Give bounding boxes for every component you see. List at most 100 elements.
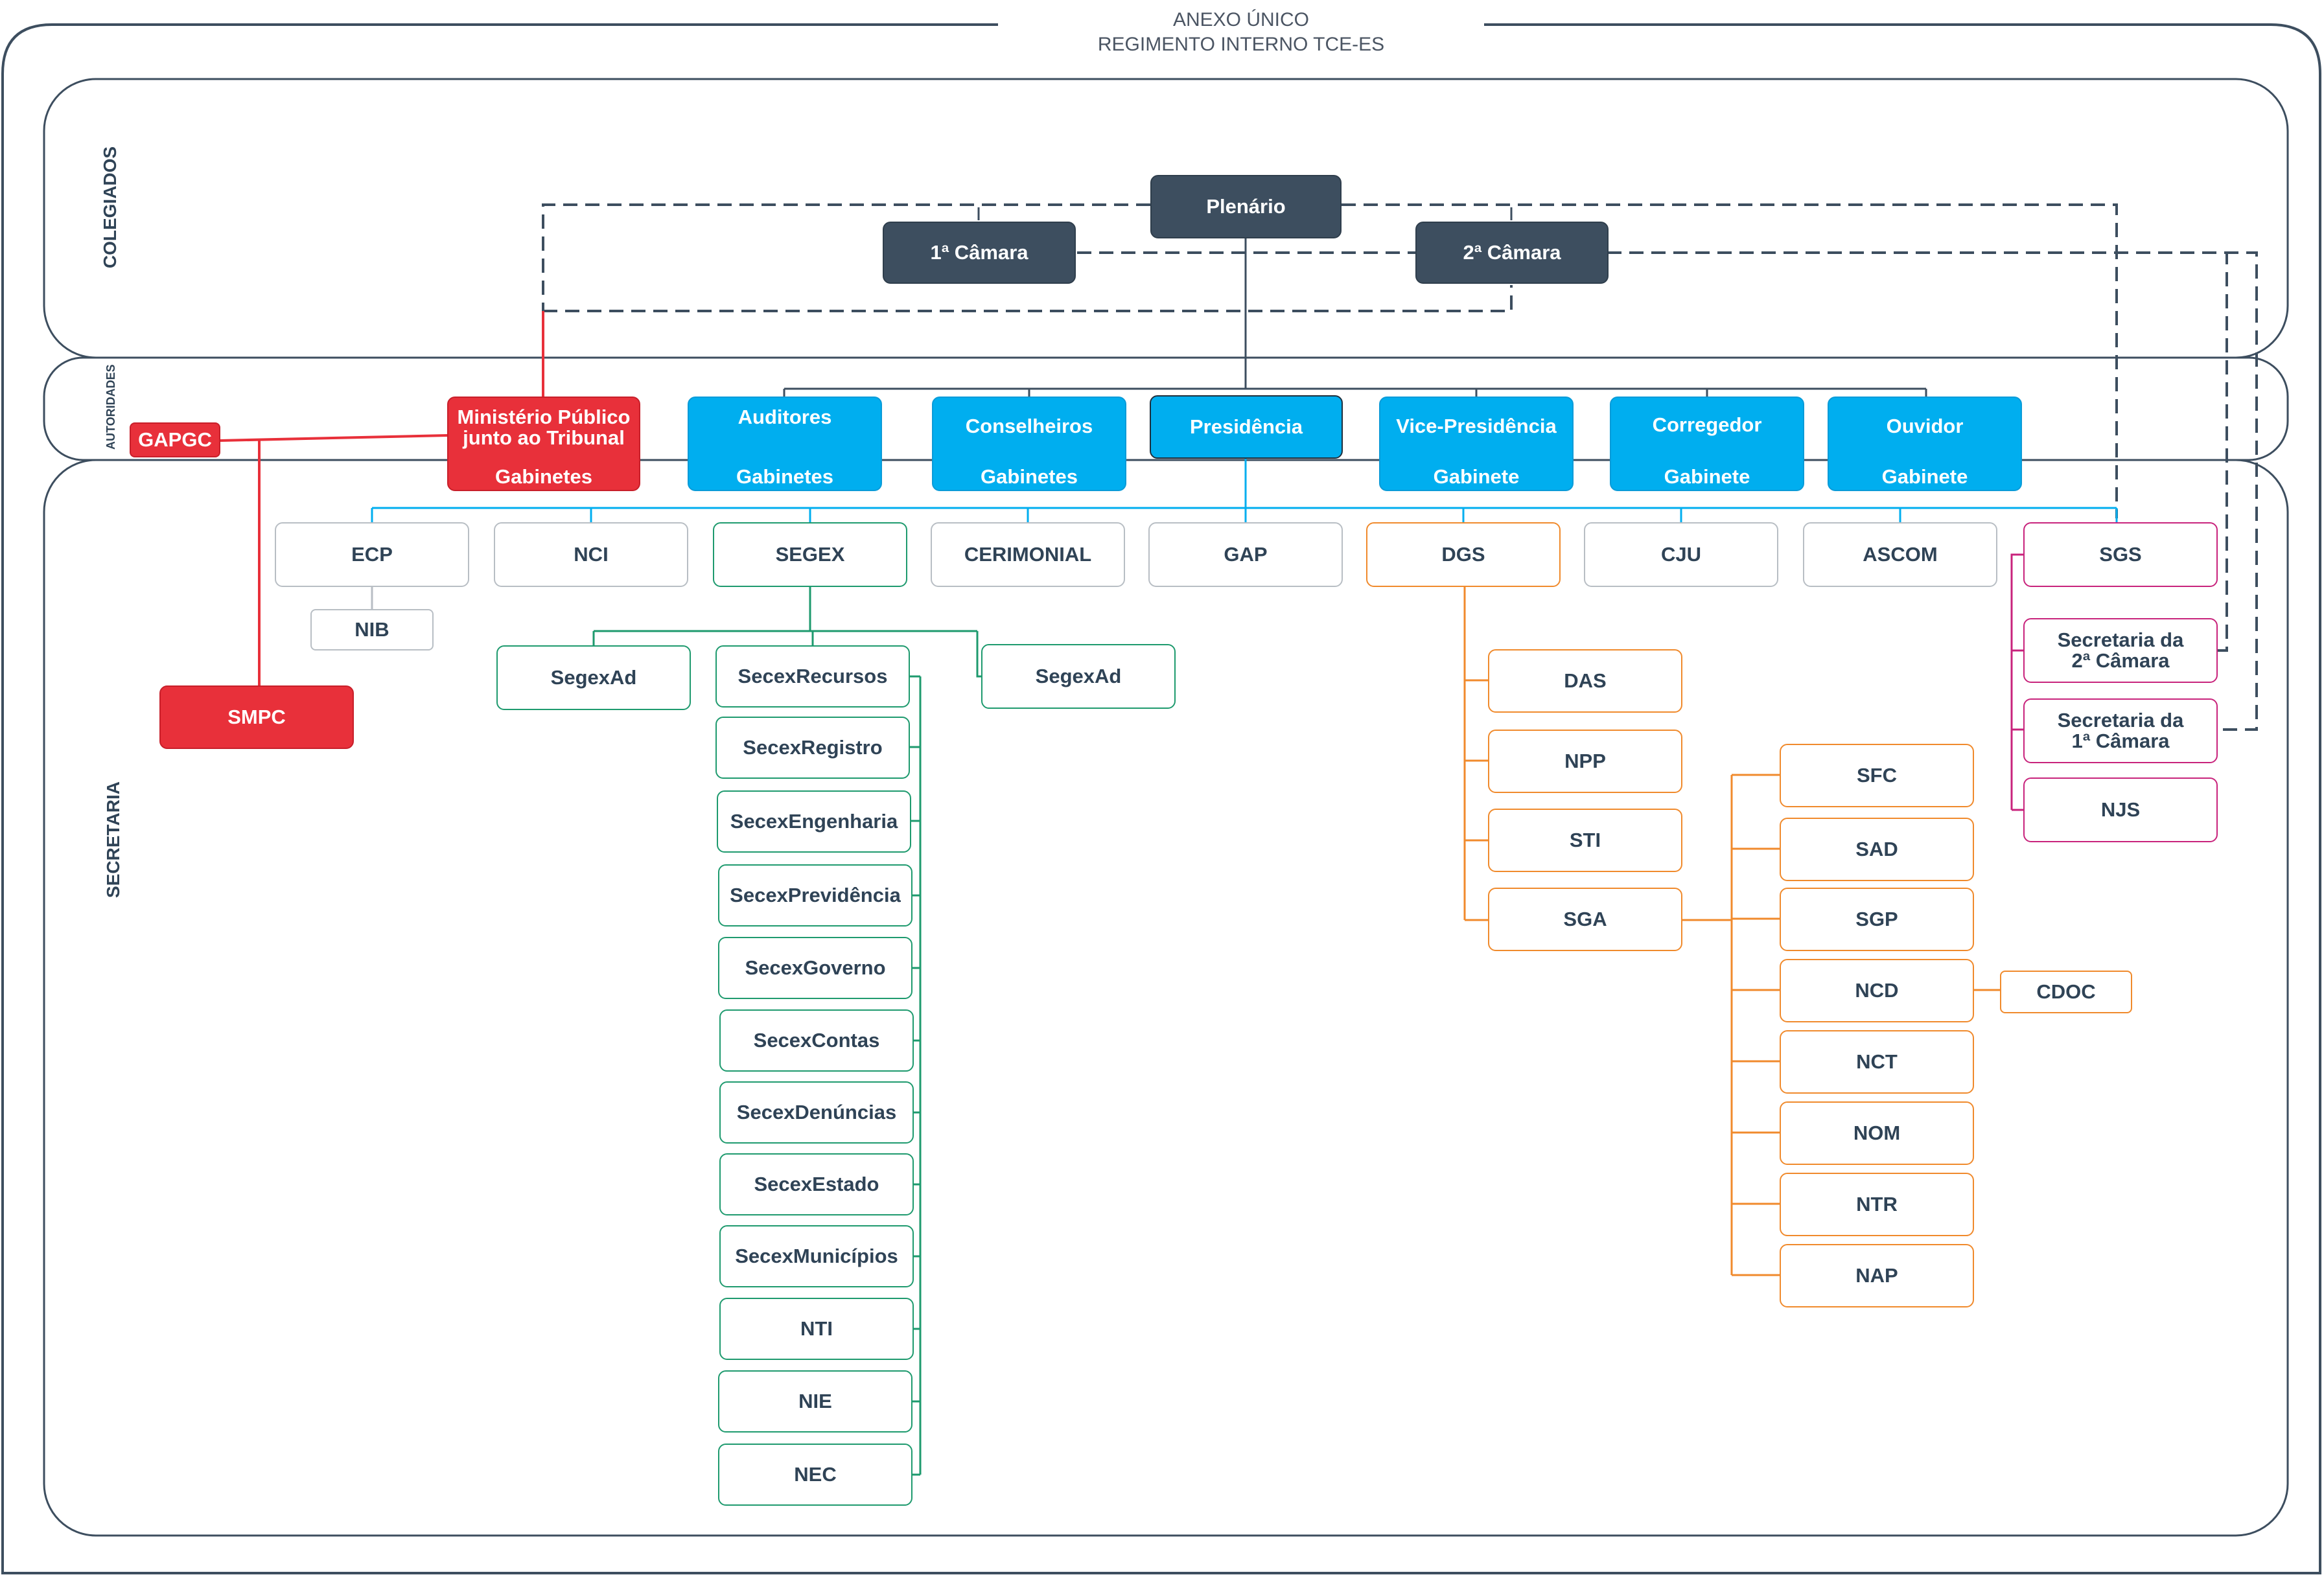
vice-presidencia-label: Vice-Presidência xyxy=(1396,415,1557,437)
nti-label: NTI xyxy=(800,1317,833,1340)
secex-estado-label: SecexEstado xyxy=(754,1173,879,1195)
dgs-box[interactable]: DGS xyxy=(1366,522,1561,587)
cerimonial-box[interactable]: CERIMONIAL xyxy=(931,522,1125,587)
camara-1-box[interactable]: 1ª Câmara xyxy=(883,222,1076,284)
cju-label: CJU xyxy=(1660,543,1701,566)
presidencia-box[interactable]: Presidência xyxy=(1150,395,1343,459)
corregedor-label: Corregedor xyxy=(1652,413,1762,436)
secretaria-2-camara-line-1: Secretaria da xyxy=(2057,628,2184,651)
auditores-box[interactable]: Auditores Gabinetes xyxy=(688,397,882,491)
mp-title-line-1: Ministério Público xyxy=(457,406,631,428)
ntr-box[interactable]: NTR xyxy=(1780,1173,1974,1236)
cdoc-box[interactable]: CDOC xyxy=(2000,971,2132,1013)
nom-label: NOM xyxy=(1853,1122,1901,1144)
nib-box[interactable]: NIB xyxy=(310,609,434,650)
das-label: DAS xyxy=(1564,669,1607,692)
camara-2-label: 2ª Câmara xyxy=(1463,241,1561,264)
auditores-label: Auditores xyxy=(738,406,832,428)
vice-presidencia-box[interactable]: Vice-Presidência Gabinete xyxy=(1379,397,1574,491)
section-label-autoridades: AUTORIDADES xyxy=(104,364,117,450)
outer-frame xyxy=(1,23,2321,1574)
auditores-gabinetes-label: Gabinetes xyxy=(736,465,833,488)
document-title: ANEXO ÚNICO REGIMENTO INTERNO TCE-ES xyxy=(998,8,1484,57)
ouvidor-label: Ouvidor xyxy=(1886,415,1964,437)
gapgc-label: GAPGC xyxy=(138,428,212,451)
secex-previdencia-label: SecexPrevidência xyxy=(730,884,901,906)
secex-denuncias-box[interactable]: SecexDenúncias xyxy=(719,1081,914,1144)
plenario-label: Plenário xyxy=(1206,195,1286,218)
njs-box[interactable]: NJS xyxy=(2023,777,2218,842)
sfc-box[interactable]: SFC xyxy=(1780,744,1974,807)
segexad-left-label: SegexAd xyxy=(550,666,637,689)
secex-denuncias-label: SecexDenúncias xyxy=(736,1101,897,1123)
secex-contas-box[interactable]: SecexContas xyxy=(719,1009,914,1072)
secex-recursos-box[interactable]: SecexRecursos xyxy=(715,645,910,708)
gapgc-box[interactable]: GAPGC xyxy=(130,422,220,457)
plenario-box[interactable]: Plenário xyxy=(1150,175,1342,238)
secex-contas-label: SecexContas xyxy=(753,1029,880,1052)
npp-label: NPP xyxy=(1564,750,1606,772)
camara-2-box[interactable]: 2ª Câmara xyxy=(1415,222,1609,284)
smpc-box[interactable]: SMPC xyxy=(159,685,354,749)
ascom-label: ASCOM xyxy=(1863,543,1938,566)
cju-box[interactable]: CJU xyxy=(1584,522,1778,587)
ministerio-publico-box[interactable]: Ministério Público junto ao Tribunal Gab… xyxy=(447,397,640,491)
secex-engenharia-box[interactable]: SecexEngenharia xyxy=(717,790,911,853)
smpc-label: SMPC xyxy=(227,706,286,728)
ouvidor-gabinete-label: Gabinete xyxy=(1881,465,1968,488)
camara-1-label: 1ª Câmara xyxy=(930,241,1028,264)
nap-box[interactable]: NAP xyxy=(1780,1244,1974,1307)
nti-box[interactable]: NTI xyxy=(719,1298,914,1360)
secex-governo-box[interactable]: SecexGoverno xyxy=(718,937,912,999)
nib-label: NIB xyxy=(354,618,389,641)
sti-box[interactable]: STI xyxy=(1488,809,1682,872)
nie-box[interactable]: NIE xyxy=(718,1370,912,1433)
nom-box[interactable]: NOM xyxy=(1780,1101,1974,1165)
ncd-label: NCD xyxy=(1855,979,1899,1002)
secex-engenharia-label: SecexEngenharia xyxy=(730,810,898,833)
nci-box[interactable]: NCI xyxy=(494,522,688,587)
sad-label: SAD xyxy=(1855,838,1898,860)
nci-label: NCI xyxy=(574,543,609,566)
secex-previdencia-box[interactable]: SecexPrevidência xyxy=(718,864,912,927)
title-line-1: ANEXO ÚNICO xyxy=(1172,9,1310,30)
secex-registro-box[interactable]: SecexRegistro xyxy=(715,717,910,779)
sgs-box[interactable]: SGS xyxy=(2023,522,2218,587)
mp-title: Ministério Público junto ao Tribunal xyxy=(458,407,631,448)
ascom-box[interactable]: ASCOM xyxy=(1803,522,1997,587)
secretaria-2-camara-box[interactable]: Secretaria da 2ª Câmara xyxy=(2023,618,2218,683)
dgs-label: DGS xyxy=(1441,543,1485,566)
corregedor-box[interactable]: Corregedor Gabinete xyxy=(1610,397,1804,491)
sga-box[interactable]: SGA xyxy=(1488,888,1682,951)
conselheiros-gabinetes-label: Gabinetes xyxy=(981,465,1078,488)
nct-label: NCT xyxy=(1856,1050,1898,1073)
segexad-right-label: SegexAd xyxy=(1035,665,1122,687)
sti-label: STI xyxy=(1569,829,1601,851)
segex-box[interactable]: SEGEX xyxy=(713,522,907,587)
sgp-box[interactable]: SGP xyxy=(1780,888,1974,951)
ecp-box[interactable]: ECP xyxy=(275,522,469,587)
nec-box[interactable]: NEC xyxy=(718,1444,912,1506)
nap-label: NAP xyxy=(1855,1264,1898,1287)
segexad-left-box[interactable]: SegexAd xyxy=(496,645,691,710)
secex-municipios-box[interactable]: SecexMunicípios xyxy=(719,1225,914,1287)
nct-box[interactable]: NCT xyxy=(1780,1030,1974,1094)
secretaria-frame xyxy=(43,459,2289,1537)
secex-governo-label: SecexGoverno xyxy=(745,956,886,979)
ncd-box[interactable]: NCD xyxy=(1780,959,1974,1022)
njs-label: NJS xyxy=(2100,798,2141,821)
secretaria-1-camara-line-2: 1ª Câmara xyxy=(2071,730,2170,752)
secretaria-1-camara-box[interactable]: Secretaria da 1ª Câmara xyxy=(2023,698,2218,763)
ecp-label: ECP xyxy=(351,543,393,566)
conselheiros-label: Conselheiros xyxy=(965,415,1093,437)
ouvidor-box[interactable]: Ouvidor Gabinete xyxy=(1828,397,2022,491)
npp-box[interactable]: NPP xyxy=(1488,730,1682,793)
secex-estado-box[interactable]: SecexEstado xyxy=(719,1153,914,1215)
sad-box[interactable]: SAD xyxy=(1780,818,1974,881)
segexad-right-box[interactable]: SegexAd xyxy=(981,644,1176,709)
gap-box[interactable]: GAP xyxy=(1148,522,1343,587)
nie-label: NIE xyxy=(798,1390,832,1412)
conselheiros-box[interactable]: Conselheiros Gabinetes xyxy=(932,397,1126,491)
corregedor-gabinete-label: Gabinete xyxy=(1664,465,1750,488)
das-box[interactable]: DAS xyxy=(1488,649,1682,713)
